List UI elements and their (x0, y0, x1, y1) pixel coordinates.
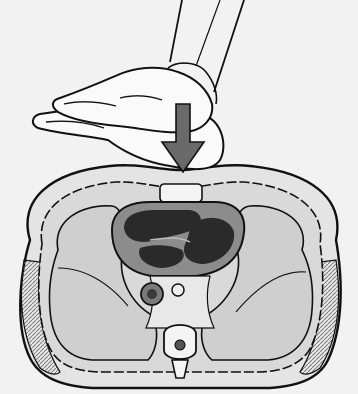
forearm-left-line (170, 0, 182, 62)
sternum (160, 184, 202, 202)
aorta-lumen (147, 289, 157, 299)
forearm-right-line (214, 0, 244, 92)
forearm-inner-line (196, 0, 220, 66)
spinal-canal (175, 340, 185, 350)
esophagus (172, 284, 184, 296)
